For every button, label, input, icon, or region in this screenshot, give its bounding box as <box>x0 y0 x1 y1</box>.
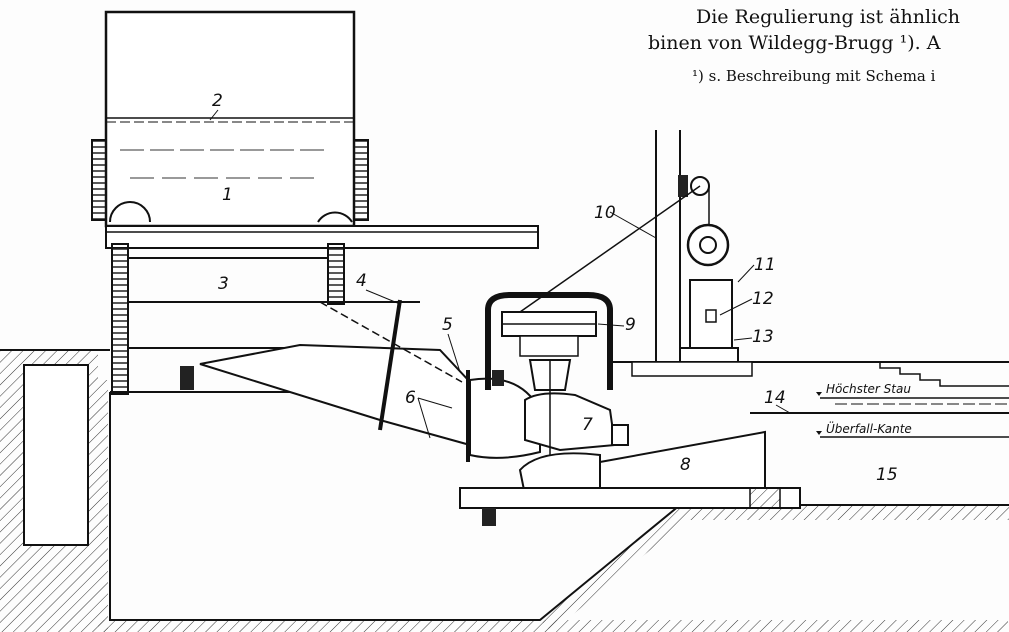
leader-lines <box>209 109 791 439</box>
level-label-weir: Überfall-Kante <box>826 420 912 436</box>
part-label-9: 9 <box>625 315 636 335</box>
part-label-12: 12 <box>752 289 774 309</box>
part-label-13: 13 <box>752 327 774 347</box>
part-label-11: 11 <box>754 255 776 275</box>
generator-housing <box>485 292 613 391</box>
part-label-7: 7 <box>582 415 593 435</box>
hoist-tower <box>519 130 739 363</box>
penstock-pipe <box>199 299 541 462</box>
header-text-line-1: Die Regulierung ist ähnlich <box>696 6 961 28</box>
foundation-hatching <box>0 349 1009 632</box>
tank-body <box>91 10 369 228</box>
part-labels: 1 2 3 4 5 6 7 8 9 10 11 12 13 14 15 Höch… <box>212 91 912 485</box>
level-label-max: Höchster Stau <box>826 382 911 396</box>
part-label-2: 2 <box>212 91 223 111</box>
part-label-3: 3 <box>218 274 229 294</box>
draft-tube <box>459 430 801 526</box>
support-frame <box>105 225 539 395</box>
footnote-text: ¹) s. Beschreibung mit Schema i <box>692 67 936 85</box>
part-label-8: 8 <box>680 455 691 475</box>
part-label-15: 15 <box>876 465 898 485</box>
part-label-4: 4 <box>356 271 367 291</box>
part-label-1: 1 <box>222 185 233 205</box>
part-label-14: 14 <box>764 388 786 408</box>
part-label-10: 10 <box>594 203 616 223</box>
turbine-runner <box>524 360 629 490</box>
part-label-5: 5 <box>442 315 453 335</box>
header-text-line-2: binen von Wildegg-Brugg ¹). A <box>648 32 941 54</box>
deck-and-stairs <box>610 361 1009 438</box>
part-label-6: 6 <box>405 388 416 408</box>
